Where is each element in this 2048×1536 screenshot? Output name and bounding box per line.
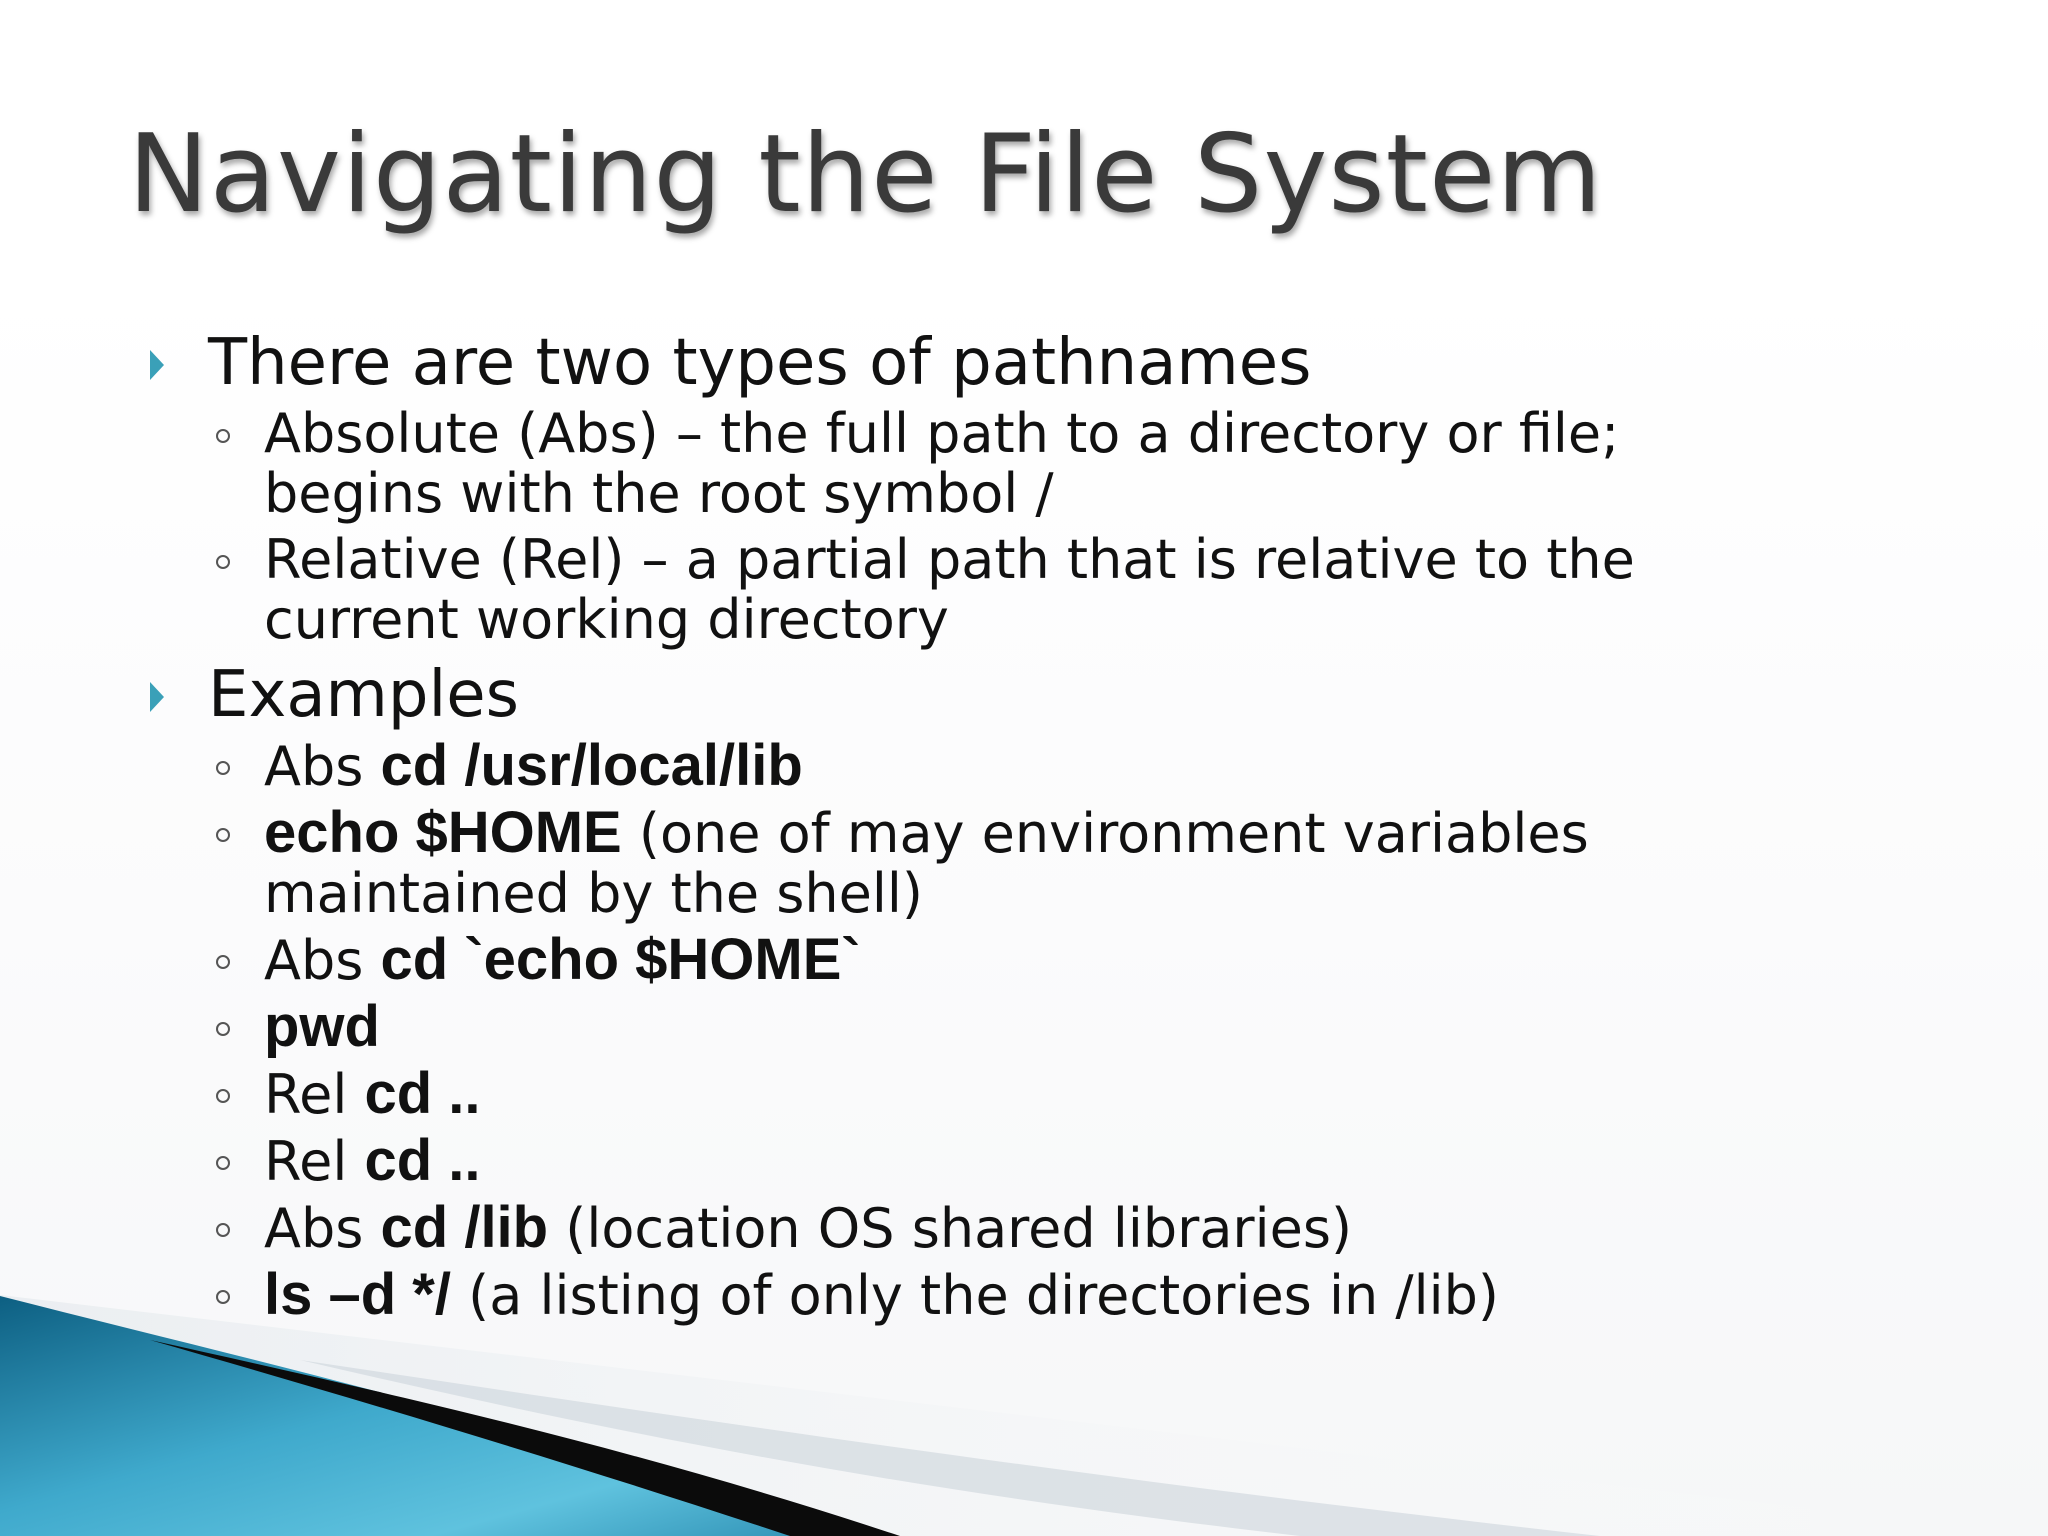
list-item-absolute: Absolute (Abs) – the full path to a dire… <box>140 404 1960 524</box>
example-command: cd .. <box>364 1061 481 1126</box>
list-item-line: current working directory <box>264 588 949 651</box>
example-command: pwd <box>264 994 380 1059</box>
example-prefix: Abs <box>264 1197 381 1260</box>
circle-bullet-icon <box>216 1290 230 1304</box>
example-item: Rel cd .. <box>140 1064 1960 1125</box>
list-item-line: Absolute (Abs) – the full path to a dire… <box>264 402 1620 465</box>
bullet-text: Examples <box>208 658 519 732</box>
example-note-continued: maintained by the shell) <box>264 862 923 925</box>
example-item: ls –d */ (a listing of only the director… <box>140 1265 1960 1326</box>
circle-bullet-icon <box>216 555 230 569</box>
example-item: echo $HOME (one of may environment varia… <box>140 803 1960 924</box>
example-note: (location OS shared libraries) <box>548 1197 1353 1260</box>
slide-content: There are two types of pathnames Absolut… <box>140 320 1960 1326</box>
circle-bullet-icon <box>216 1156 230 1170</box>
example-item: pwd <box>140 997 1960 1058</box>
circle-bullet-icon <box>216 955 230 969</box>
example-command: ls –d */ <box>264 1262 451 1327</box>
circle-bullet-icon <box>216 1089 230 1103</box>
bullet-examples: Examples <box>140 660 1960 730</box>
list-item-line: begins with the root symbol / <box>264 462 1054 525</box>
example-item: Abs cd `echo $HOME` <box>140 930 1960 991</box>
circle-bullet-icon <box>216 761 230 775</box>
example-note: (a listing of only the directories in /l… <box>450 1264 1499 1327</box>
circle-bullet-icon <box>216 1223 230 1237</box>
triangle-bullet-icon <box>150 350 164 380</box>
list-item-line: Relative (Rel) – a partial path that is … <box>264 528 1635 591</box>
examples-list: Abs cd /usr/local/lib echo $HOME (one of… <box>140 736 1960 1326</box>
example-command: cd /usr/local/lib <box>380 733 803 798</box>
example-command: cd /lib <box>380 1195 549 1260</box>
bullet-pathname-types: There are two types of pathnames <box>140 328 1960 398</box>
example-prefix: Abs <box>264 735 381 798</box>
example-item: Rel cd .. <box>140 1131 1960 1192</box>
example-prefix: Rel <box>264 1130 365 1193</box>
example-item: Abs cd /lib (location OS shared librarie… <box>140 1198 1960 1259</box>
circle-bullet-icon <box>216 429 230 443</box>
list-item-relative: Relative (Rel) – a partial path that is … <box>140 530 1960 650</box>
example-prefix: Abs <box>264 929 381 992</box>
swoosh-dark-band <box>150 1340 900 1536</box>
triangle-bullet-icon <box>150 682 164 712</box>
slide-title: Navigating the File System <box>128 112 1603 237</box>
example-prefix: Rel <box>264 1063 365 1126</box>
example-command: echo $HOME <box>264 800 622 865</box>
pathname-types-list: Absolute (Abs) – the full path to a dire… <box>140 404 1960 650</box>
bullet-text: There are two types of pathnames <box>208 326 1312 400</box>
circle-bullet-icon <box>216 1022 230 1036</box>
circle-bullet-icon <box>216 828 230 842</box>
example-item: Abs cd /usr/local/lib <box>140 736 1960 797</box>
example-command: cd `echo $HOME` <box>380 927 861 992</box>
example-command: cd .. <box>364 1128 481 1193</box>
example-note: (one of may environment variables <box>621 802 1589 865</box>
